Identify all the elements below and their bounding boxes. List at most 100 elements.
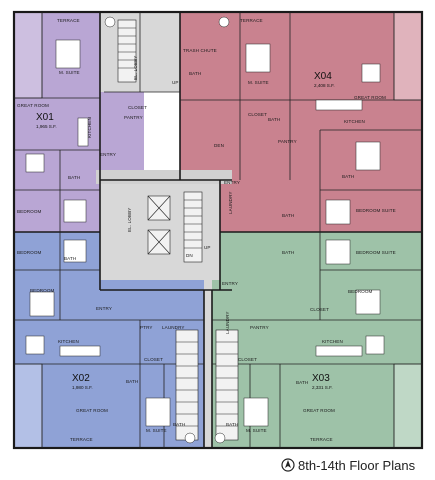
stair-south bbox=[183, 191, 203, 263]
label-terrace-x01: TERRACE bbox=[57, 18, 80, 23]
bed-x04-suite bbox=[355, 141, 381, 171]
label-den: DEN bbox=[214, 143, 224, 148]
terrace-x02 bbox=[13, 363, 43, 449]
label-entry-x02: ENTRY bbox=[96, 306, 112, 311]
bed-x02-2 bbox=[29, 291, 55, 317]
elevator-2-x2 bbox=[147, 229, 171, 255]
label-greatroom-x03: GREAT ROOM bbox=[303, 408, 335, 413]
stair-lower-treads bbox=[176, 341, 198, 427]
label-terrace-x02: TERRACE bbox=[70, 437, 93, 442]
label-bath-x01: BATH bbox=[68, 175, 81, 180]
label-entry-x04: ENTRY bbox=[224, 180, 240, 185]
label-entry-x03: ENTRY bbox=[222, 281, 238, 286]
label-closet-x03: CLOSET bbox=[310, 307, 329, 312]
label-greatroom-x01: GREAT ROOM bbox=[17, 103, 49, 108]
bed-x03-suite bbox=[325, 239, 351, 265]
stair-lower-2-treads bbox=[216, 341, 238, 427]
label-pantry-x03: PANTRY bbox=[250, 325, 269, 330]
table-x04 bbox=[361, 63, 381, 83]
label-bath-core: BATH bbox=[189, 71, 202, 76]
label-closet-x02: CLOSET bbox=[144, 357, 163, 362]
kitchen-island-x01 bbox=[77, 117, 89, 147]
label-trash-chute: TRASH CHUTE bbox=[183, 48, 217, 53]
tub-x02 bbox=[184, 432, 196, 444]
label-bedroom-x03: BEDROOM bbox=[348, 289, 373, 294]
label-terrace-x03: TERRACE bbox=[310, 437, 333, 442]
label-closet-x03-2: CLOSET bbox=[238, 357, 257, 362]
label-up-south: UP bbox=[204, 245, 211, 250]
stair-south-treads bbox=[184, 199, 202, 249]
unit-area-x03: 2,331 S.F. bbox=[312, 385, 333, 390]
unit-id-x04: X04 bbox=[314, 71, 332, 82]
stair-north-treads bbox=[118, 27, 136, 69]
tub-x04 bbox=[218, 16, 230, 28]
label-bedroom-suite-x04: BEDROOM SUITE bbox=[356, 208, 396, 213]
terrace-x03 bbox=[393, 363, 423, 449]
stair-north bbox=[117, 19, 137, 83]
unit-id-x03: X03 bbox=[312, 373, 330, 384]
bed-x02 bbox=[63, 239, 87, 263]
unit-area-x01: 1,965 S.F. bbox=[36, 124, 57, 129]
label-kitchen-x02: KITCHEN bbox=[58, 339, 79, 344]
label-bath-x03-2: BATH bbox=[296, 380, 309, 385]
label-kitchen-x01: KITCHEN bbox=[87, 117, 92, 138]
corridor-fill-2 bbox=[204, 232, 212, 448]
label-dn-south: DN bbox=[186, 253, 193, 258]
label-el-lobby-south: EL. LOBBY bbox=[127, 207, 132, 232]
label-laundry-x02: LAUNDRY bbox=[162, 325, 185, 330]
label-bath-x02: BATH bbox=[64, 256, 77, 261]
walls bbox=[12, 10, 424, 450]
label-up-north: UP bbox=[172, 80, 179, 85]
label-bedroom-suite-x03: BEDROOM SUITE bbox=[356, 250, 396, 255]
label-msuite-x03: M. SUITE bbox=[246, 428, 267, 433]
label-bedroom-x02: BEDROOM bbox=[17, 250, 42, 255]
label-closet-x04: CLOSET bbox=[248, 112, 267, 117]
elevator-1-x2 bbox=[147, 195, 171, 221]
bed-x01-msuite bbox=[55, 39, 81, 69]
stair-lower-2 bbox=[215, 329, 239, 441]
kitchen-island-x02 bbox=[59, 345, 101, 357]
bed-x03 bbox=[355, 289, 381, 315]
table-x03 bbox=[365, 335, 385, 355]
label-bedroom-x01: BEDROOM bbox=[17, 209, 42, 214]
terrace-x01 bbox=[13, 11, 43, 99]
bed-x01 bbox=[63, 199, 87, 223]
label-bath-x02-3: BATH bbox=[173, 422, 186, 427]
label-bath-x02-2: BATH bbox=[126, 379, 139, 384]
unit-x03-fill bbox=[210, 232, 422, 448]
tub-x03 bbox=[214, 432, 226, 444]
bed-x04-suite-2 bbox=[325, 199, 351, 225]
label-pantry-x04: PANTRY bbox=[278, 139, 297, 144]
corridor-fill bbox=[96, 170, 232, 184]
label-el-lobby-north: EL. LOBBY bbox=[133, 55, 138, 80]
unit-id-x02: X02 bbox=[72, 373, 90, 384]
label-msuite-x01: M. SUITE bbox=[59, 70, 80, 75]
north-arrow-icon bbox=[281, 458, 295, 472]
label-bath-x03: BATH bbox=[282, 250, 295, 255]
bed-x02-msuite bbox=[145, 397, 171, 427]
exterior-wall bbox=[12, 10, 424, 450]
label-bath-x03-3: BATH bbox=[226, 422, 239, 427]
plan-title: 8th-14th Floor Plans bbox=[298, 457, 416, 473]
plan-title-block: 8th-14th Floor Plans bbox=[281, 455, 415, 475]
label-ptry-x02: PTRY bbox=[140, 325, 153, 330]
furniture bbox=[25, 16, 385, 444]
unit-id-x01: X01 bbox=[36, 112, 54, 123]
label-msuite-x04: M. SUITE bbox=[248, 80, 269, 85]
label-bath-x04: BATH bbox=[268, 117, 281, 122]
label-bath-x04-3: BATH bbox=[282, 213, 295, 218]
tub-x01 bbox=[104, 16, 116, 28]
label-terrace-x04: TERRACE bbox=[240, 18, 263, 23]
bed-x04-msuite bbox=[245, 43, 271, 73]
terraces bbox=[13, 11, 423, 449]
label-laundry-x03: LAUNDRY bbox=[225, 311, 230, 334]
label-bath-x04-2: BATH bbox=[342, 174, 355, 179]
label-greatroom-x04: GREAT ROOM bbox=[354, 95, 386, 100]
unit-area-x02: 1,980 S.F. bbox=[72, 385, 93, 390]
core-elements bbox=[117, 19, 239, 441]
kitchen-island-x03 bbox=[315, 345, 363, 357]
label-kitchen-x03: KITCHEN bbox=[322, 339, 343, 344]
label-laundry-x04: LAUNDRY bbox=[228, 191, 233, 214]
terrace-x04 bbox=[393, 11, 423, 101]
